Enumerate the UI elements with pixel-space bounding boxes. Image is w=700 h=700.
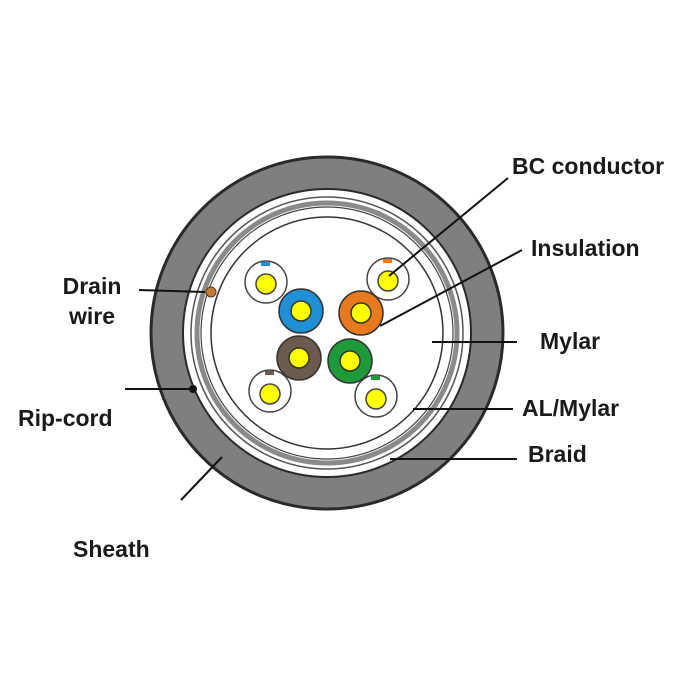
- label-mylar: Mylar: [540, 328, 601, 354]
- label-sheath: Sheath: [73, 536, 150, 562]
- label-braid: Braid: [528, 441, 587, 467]
- leader-bc-conductor: [388, 177, 509, 277]
- mylar-layer: [210, 216, 444, 450]
- white-striped-conductor-blue: [244, 260, 288, 304]
- al-mylar-edge: [200, 206, 454, 460]
- white-striped-conductor-brown: [248, 369, 292, 413]
- conductor-orange: [338, 290, 384, 336]
- leader-sheath: [180, 456, 223, 501]
- conductor-green: [327, 338, 373, 384]
- label-drain-wire-line2: wire: [68, 303, 116, 329]
- conductor-brown: [276, 335, 322, 381]
- white-striped-conductor-green: [354, 374, 398, 418]
- label-rip-cord: Rip-cord: [18, 405, 113, 431]
- rip-cord: [189, 385, 197, 393]
- leader-drain-wire: [138, 289, 206, 293]
- label-bc-conductor: BC conductor: [512, 153, 665, 179]
- leader-insulation: [379, 249, 523, 327]
- drain-wire: [205, 286, 217, 298]
- label-al-mylar: AL/Mylar: [522, 395, 620, 421]
- label-insulation: Insulation: [531, 235, 640, 261]
- al-mylar-layer: [194, 200, 460, 466]
- label-drain-wire-line1: Drain: [62, 273, 122, 299]
- conductor-blue: [278, 288, 324, 334]
- braid-inner-edge: [190, 196, 464, 470]
